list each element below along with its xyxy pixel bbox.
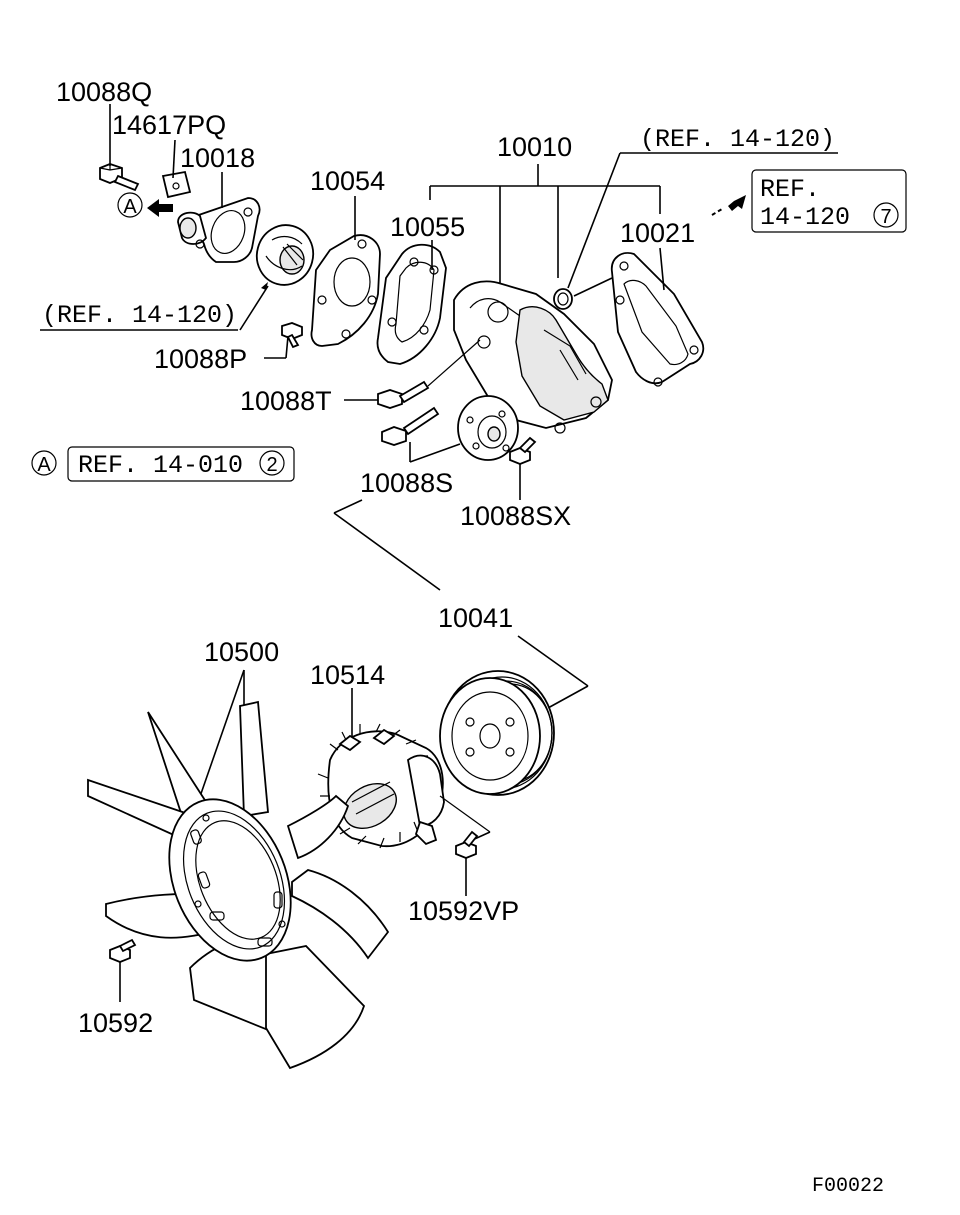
ref-left-arrow-icon (261, 282, 268, 290)
label-10088s: 10088S (360, 468, 453, 498)
label-ref-left: (REF. 14-120) (42, 301, 237, 330)
bolt-10592 (109, 938, 137, 963)
figure-code: F00022 (812, 1175, 884, 1198)
label-10041: 10041 (438, 603, 513, 633)
label-ref-a-circle: 2 (266, 454, 277, 476)
thermostat (255, 224, 315, 286)
leader-10021 (659, 247, 665, 291)
label-10088t: 10088T (240, 386, 332, 416)
ref-a-14-010: A (31, 446, 295, 482)
label-ref-box-line1: REF. (760, 175, 820, 204)
ref-a-marker: A (37, 454, 51, 476)
bolt-10088t (377, 380, 430, 409)
label-ref-box-line2: 14-120 (760, 203, 850, 232)
label-10088q: 10088Q (56, 77, 152, 107)
leader-ref-top-diag (567, 152, 621, 289)
pulley-10041 (439, 670, 555, 796)
leader-ref-left-diag (239, 285, 269, 331)
label-10592: 10592 (78, 1008, 153, 1038)
gasket-10021 (610, 252, 705, 387)
leader-10088t-dash (427, 339, 481, 387)
o-ring (553, 288, 573, 310)
bracket-14617pq (161, 170, 192, 199)
ref-box-14-120 (751, 169, 907, 233)
ref-box-circle (873, 202, 899, 228)
label-10514: 10514 (310, 660, 385, 690)
label-10054: 10054 (310, 166, 385, 196)
bolt-10088q (99, 163, 140, 192)
label-10018: 10018 (180, 143, 255, 173)
thermostat-housing-10018 (177, 197, 261, 263)
cooling-fan-10500 (87, 700, 390, 1070)
leader-10088p-v (285, 335, 289, 359)
centerline (439, 795, 491, 833)
label-14617pq: 14617PQ (112, 110, 226, 140)
label-ref-box-circle: 7 (880, 206, 891, 228)
label-ref-a: REF. 14-010 (78, 451, 243, 480)
bolt-10088p (281, 322, 303, 349)
label-10055: 10055 (390, 212, 465, 242)
water-pump-10010 (453, 280, 613, 461)
bolt-10088sx (509, 436, 537, 465)
gasket-10055 (376, 243, 447, 365)
leader-10088s-d (409, 443, 461, 463)
label-10088sx: 10088SX (460, 501, 571, 531)
label-10592vp: 10592VP (408, 896, 519, 926)
leader-14617pq (172, 139, 176, 179)
arrow-up-right-icon (711, 195, 746, 216)
marker-a: A (117, 192, 173, 218)
arrow-left-icon (147, 199, 173, 217)
bolt-10592vp (455, 830, 479, 859)
label-10500: 10500 (204, 637, 279, 667)
gasket-10054 (310, 234, 381, 347)
label-ref-top: (REF. 14-120) (640, 125, 835, 154)
ref-a-circle (259, 450, 285, 476)
fan-clutch-10514 (317, 723, 445, 849)
marker-a-label: A (123, 196, 137, 218)
leader-10500 (195, 669, 245, 809)
label-10088p: 10088P (154, 344, 247, 374)
leader-oring-gasket (573, 277, 613, 297)
label-10010: 10010 (497, 132, 572, 162)
leader-10041 (333, 499, 589, 709)
leader-10010-bracket (429, 164, 661, 300)
bolt-10088s (381, 406, 440, 446)
label-10021: 10021 (620, 218, 695, 248)
